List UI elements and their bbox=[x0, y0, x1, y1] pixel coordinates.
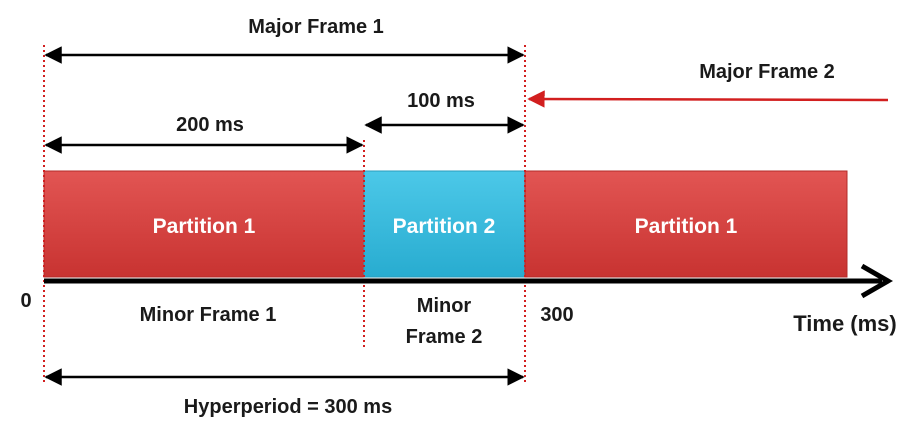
partition-1-label-a: Partition 1 bbox=[153, 215, 256, 238]
duration-100-label: 100 ms bbox=[407, 90, 475, 112]
time-300-label: 300 bbox=[540, 304, 573, 326]
partition-2-label: Partition 2 bbox=[393, 215, 496, 238]
partition-1-block-a bbox=[43, 170, 365, 278]
minor-frame-2-label-line2: Frame 2 bbox=[406, 326, 483, 348]
partition-1-block-b bbox=[524, 170, 848, 278]
major-frame-2-label: Major Frame 2 bbox=[699, 61, 835, 83]
partition-2-block bbox=[363, 170, 526, 278]
minor-frame-1-label: Minor Frame 1 bbox=[140, 304, 277, 326]
time-axis-arrowhead bbox=[860, 263, 894, 299]
partition-1-label-b: Partition 1 bbox=[635, 215, 738, 238]
hyperperiod-label: Hyperperiod = 300 ms bbox=[184, 396, 392, 418]
major-frame-1-label: Major Frame 1 bbox=[248, 16, 384, 38]
duration-200-label: 200 ms bbox=[176, 114, 244, 136]
time-axis-label: Time (ms) bbox=[793, 311, 897, 336]
major-frame-2-arrow bbox=[527, 90, 889, 108]
origin-label: 0 bbox=[20, 290, 31, 312]
minor-frame-2-label-line1: Minor bbox=[417, 295, 472, 317]
